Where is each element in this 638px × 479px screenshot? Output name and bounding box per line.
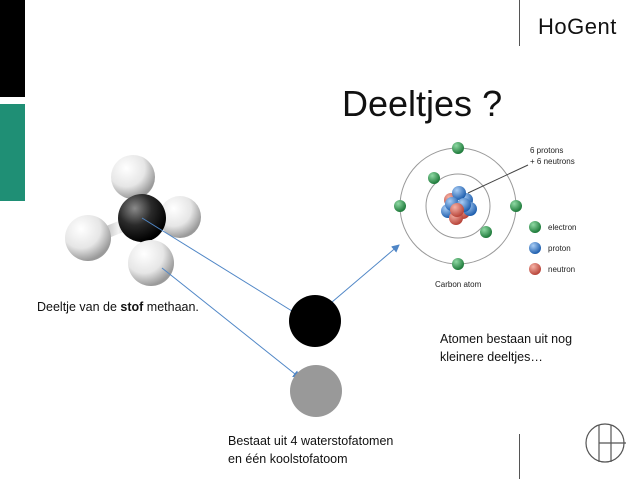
left-accent-bar-black [0,0,25,97]
atoms-caption: Atomen bestaan uit nog kleinere deeltjes… [440,330,572,366]
methane-caption-suffix: methaan. [143,300,199,314]
methane-caption: Deeltje van de stof methaan. [37,298,199,316]
nucleus-pointer-line [467,164,529,194]
legend-proton-swatch [529,242,541,254]
slide-title: Deeltjes ? [342,83,503,124]
methane-caption-bold: stof [120,300,144,314]
arrow-to-hydrogen [161,267,301,379]
electron [480,226,492,238]
electron [452,258,464,270]
legend-neutron-label: neutron [548,265,575,274]
legend-neutron-swatch [529,263,541,275]
hydrogen-atom-left [65,215,111,261]
atom-legend: electron proton neutron [529,221,576,275]
methane-molecule [65,155,201,286]
composition-caption-line1: Bestaat uit 4 waterstofatomen [228,434,394,448]
left-accent-bar-green [0,104,25,201]
header-divider [519,0,520,46]
legend-electron-swatch [529,221,541,233]
atoms-caption-line1: Atomen bestaan uit nog [440,332,573,346]
electron [452,142,464,154]
electron [510,200,522,212]
hydrogen-circle [290,365,342,417]
nucleus-annotation-line1: 6 protons [530,146,563,155]
hogent-logo: HoGent [538,14,617,39]
footer-divider [519,434,520,479]
inner-orbit [425,173,491,239]
hydrogen-atom-top [111,155,155,199]
carbon-atom-diagram: 6 protons + 6 neutrons Carbon atom elect… [394,142,576,289]
methane-caption-prefix: Deeltje van de [37,300,121,314]
composition-caption: Bestaat uit 4 waterstofatomen en één koo… [228,432,393,468]
nucleus-annotation-line2: + 6 neutrons [530,157,575,166]
electron [428,172,440,184]
legend-electron-label: electron [548,223,576,232]
hogent-monogram-icon [585,423,626,463]
arrow-to-atom [324,244,400,309]
composition-caption-line2: en één koolstofatoom [228,452,348,466]
atom-caption: Carbon atom [435,280,482,289]
electron [394,200,406,212]
atoms-caption-line2: kleinere deeltjes… [440,350,543,364]
arrow-to-carbon [141,217,301,317]
electrons [394,142,522,270]
nucleus [441,186,477,225]
hydrogen-atom-bottom [128,240,174,286]
carbon-circle [289,295,341,347]
legend-proton-label: proton [548,244,571,253]
hydrogen-atom-right [159,196,201,238]
